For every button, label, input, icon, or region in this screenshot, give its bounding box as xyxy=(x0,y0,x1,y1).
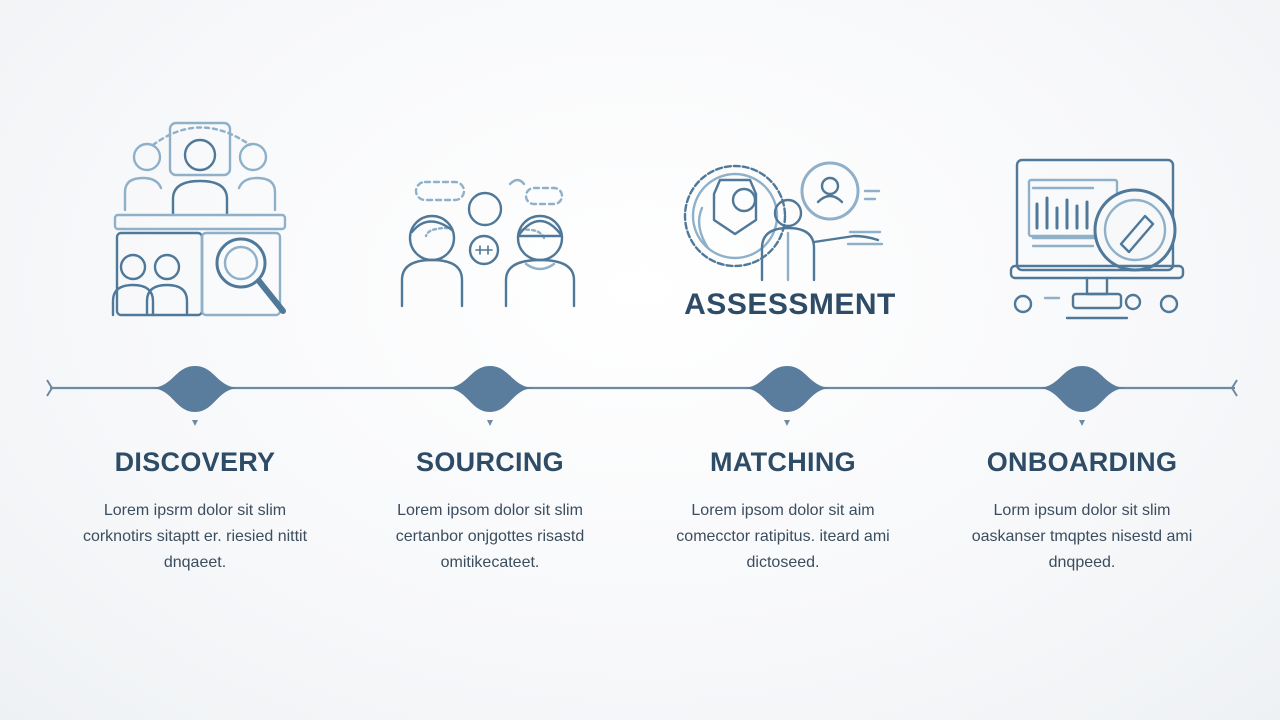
step-description: Lorm ipsum dolor sit slim oaskanser tmqp… xyxy=(971,502,1193,571)
step-title: MATCHING xyxy=(710,447,856,477)
team-search-icon xyxy=(105,115,295,325)
step-sourcing: SOURCING Lorem ipsom dolor sit slim cert… xyxy=(340,440,640,576)
step-discovery: DISCOVERY Lorem ipsrm dolor sit slim cor… xyxy=(45,440,345,576)
timeline xyxy=(46,366,1238,426)
step-title: SOURCING xyxy=(416,447,564,477)
step-description: Lorem ipsom dolor sit slim certanbor onj… xyxy=(395,502,585,571)
assessment-label: ASSESSMENT xyxy=(684,288,896,321)
step-title: DISCOVERY xyxy=(114,447,276,477)
people-network-icon xyxy=(398,172,578,312)
step-matching: MATCHING Lorem ipsom dolor sit aim comec… xyxy=(633,440,933,576)
step-onboarding: ONBOARDING Lorm ipsum dolor sit slim oas… xyxy=(932,440,1232,576)
timeline-marker-matching xyxy=(742,366,832,426)
timeline-marker-onboarding xyxy=(1037,366,1127,426)
step-description: Lorem ipsom dolor sit aim comecctor rati… xyxy=(676,502,890,571)
assessment-match-icon xyxy=(680,158,895,283)
timeline-marker-sourcing xyxy=(445,366,535,426)
monitor-onboarding-icon xyxy=(1005,158,1190,326)
step-title: ONBOARDING xyxy=(986,447,1178,477)
step-description: Lorem ipsrm dolor sit slim corknotirs si… xyxy=(82,502,308,571)
timeline-marker-discovery xyxy=(150,366,240,426)
